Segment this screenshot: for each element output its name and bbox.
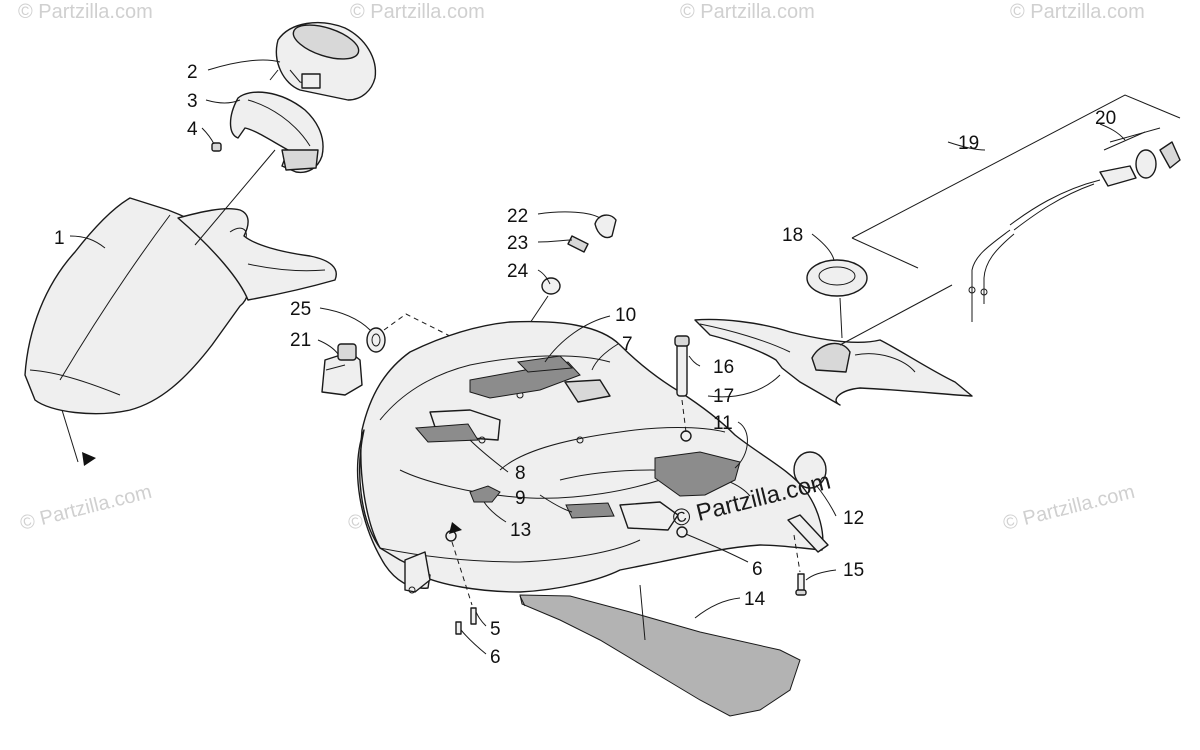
- bracket-20: [1103, 131, 1146, 151]
- leader-1: [69, 235, 106, 249]
- part-1-windshield: [24, 197, 337, 415]
- direction-arrow-windshield: [82, 452, 96, 466]
- callout-3: 3: [187, 91, 198, 112]
- leader-20: [1099, 123, 1126, 141]
- part-20-cap: [1135, 141, 1181, 179]
- watermark-right: © Partzilla.com: [1001, 481, 1137, 535]
- leader-5: [475, 611, 487, 627]
- part-23-key: [567, 235, 589, 253]
- leader-17: [707, 374, 781, 398]
- part-15-screw: [795, 573, 807, 596]
- assembly-line-19: [839, 284, 953, 346]
- leader-24: [537, 269, 551, 285]
- leader-19: [947, 141, 986, 151]
- leader-3: [205, 99, 241, 104]
- part-9-pad: [565, 502, 615, 519]
- leader-23: [537, 239, 573, 243]
- part-21-switch: [321, 343, 363, 396]
- part-8-pad: [414, 423, 479, 443]
- callout-8: 8: [515, 463, 526, 484]
- leader-6-left: [460, 629, 487, 655]
- leader-12: [815, 484, 837, 517]
- watermark-top-2: © Partzilla.com: [350, 1, 485, 23]
- bracket-19-left: [851, 237, 919, 269]
- watermark-top-3: © Partzilla.com: [680, 1, 815, 23]
- callout-25: 25: [290, 299, 311, 320]
- callout-18: 18: [782, 225, 803, 246]
- leader-6-right: [685, 533, 749, 563]
- callout-12: 12: [843, 508, 864, 529]
- leader-11: [734, 421, 748, 469]
- watermark-top-left: © Partzilla.com: [18, 1, 153, 23]
- callout-4: 4: [187, 119, 198, 140]
- callout-16: 16: [713, 357, 734, 378]
- part-19-cable: [968, 127, 1161, 322]
- leader-13: [483, 501, 507, 523]
- leader-4: [201, 127, 215, 145]
- callout-23: 23: [507, 233, 528, 254]
- assembly-line-gauge: [194, 149, 276, 246]
- part-24-grommet: [541, 277, 561, 295]
- callout-2: 2: [187, 62, 198, 83]
- callout-1: 1: [54, 228, 65, 249]
- leader-9: [539, 494, 573, 513]
- callout-15: 15: [843, 560, 864, 581]
- bracket-19-top: [851, 94, 1181, 239]
- part-6-screw: [455, 621, 462, 635]
- leader-16: [688, 355, 701, 367]
- windshield-axis-line: [61, 409, 79, 463]
- watermark-left: © Partzilla.com: [18, 481, 154, 535]
- callout-13: 13: [510, 520, 531, 541]
- leader-21: [317, 339, 339, 355]
- part-3-gauge-bracket: [229, 91, 324, 174]
- part-25-nut: [366, 327, 386, 353]
- part-16-bolt: [674, 335, 690, 397]
- callout-6-left: 6: [490, 647, 501, 668]
- leader-22: [537, 211, 601, 219]
- callout-14: 14: [744, 589, 766, 610]
- part-12-oval: [793, 451, 827, 489]
- part-11-pad: [654, 451, 741, 497]
- assembly-line-18: [839, 297, 843, 339]
- leader-10: [544, 315, 611, 363]
- callout-24: 24: [507, 261, 529, 282]
- part-22-cap: [594, 214, 617, 239]
- callout-9: 9: [515, 488, 526, 509]
- watermark-top-right: © Partzilla.com: [1010, 1, 1145, 23]
- leader-8: [469, 439, 509, 473]
- part-14-foam-pad: [519, 594, 801, 717]
- leader-2: [207, 59, 281, 71]
- leader-15: [805, 569, 837, 581]
- part-5-screw: [470, 607, 477, 625]
- leader-14: [694, 597, 741, 619]
- leader-25: [319, 307, 371, 331]
- part-2-gauge: [269, 21, 377, 101]
- part-17-rear-cover: [694, 318, 973, 406]
- callout-7: 7: [622, 334, 633, 355]
- leader-18: [811, 233, 835, 261]
- callout-21: 21: [290, 330, 311, 351]
- callout-6-right: 6: [752, 559, 763, 580]
- part-7-pad: [516, 355, 574, 373]
- part-4-screw: [211, 142, 222, 152]
- callout-5: 5: [490, 619, 501, 640]
- part-main-console: [356, 320, 829, 594]
- callout-19: 19: [958, 133, 979, 154]
- leader-14-inner: [639, 584, 646, 641]
- assembly-line-15: [793, 534, 801, 573]
- assembly-line-5: [451, 541, 473, 606]
- part-18-ring: [806, 259, 868, 297]
- direction-arrow-console: [449, 522, 462, 534]
- callout-11: 11: [713, 413, 733, 434]
- leader-7: [591, 343, 619, 371]
- part-13-decal: [469, 485, 501, 503]
- callout-22: 22: [507, 206, 528, 227]
- assembly-line-switch: [383, 313, 491, 357]
- callout-17: 17: [713, 386, 734, 407]
- callout-10: 10: [615, 305, 636, 326]
- callout-20: 20: [1095, 108, 1116, 129]
